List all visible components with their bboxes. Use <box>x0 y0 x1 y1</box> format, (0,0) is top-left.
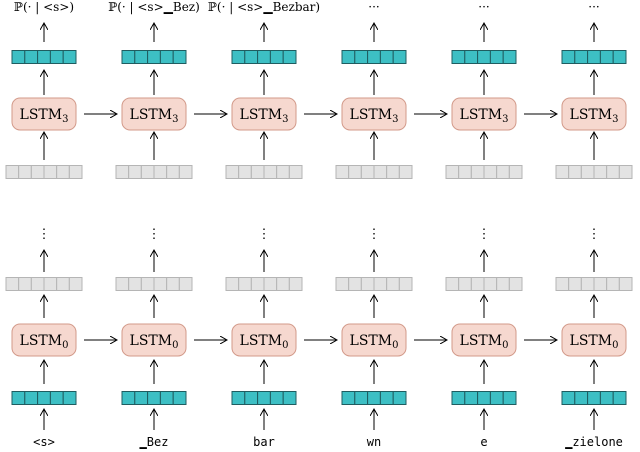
hidden-vector-bottom-5 <box>555 277 633 291</box>
input-vector-1 <box>121 391 187 405</box>
input-vector-4 <box>451 391 517 405</box>
hidden-vector-bottom-1 <box>115 277 193 291</box>
output-vector-5 <box>561 50 627 64</box>
lstm3-cell-4-label: LSTM3 <box>460 107 509 125</box>
input-token-5: ▁zielone <box>564 435 623 449</box>
output-vector-4 <box>451 50 517 64</box>
output-label-1: ℙ(· | <s>▁Bez) <box>108 0 200 14</box>
input-vector-3 <box>341 391 407 405</box>
lstm0-cell-2-label: LSTM0 <box>240 333 289 351</box>
input-vector-2 <box>231 391 297 405</box>
output-vector-2 <box>231 50 297 64</box>
lstm3-cell-5-label: LSTM3 <box>570 107 619 125</box>
lstm3-cell-2 <box>231 97 297 131</box>
lstm3-cell-0 <box>11 97 77 131</box>
lstm3-cell-1 <box>121 97 187 131</box>
lstm3-cell-3-label: LSTM3 <box>350 107 399 125</box>
vertical-ellipsis-1: ⋮ <box>148 227 161 242</box>
hidden-vector-bottom-0 <box>5 277 83 291</box>
output-vector-0 <box>11 50 77 64</box>
lstm0-cell-4 <box>451 323 517 357</box>
input-token-1: ▁Bez <box>139 435 169 449</box>
lstm0-cell-4-label: LSTM0 <box>460 333 509 351</box>
lstm0-cell-3-label: LSTM0 <box>350 333 399 351</box>
output-label-2: ℙ(· | <s>▁Bezbar) <box>208 0 320 14</box>
vertical-ellipsis-2: ⋮ <box>258 227 271 242</box>
lstm0-cell-5-label: LSTM0 <box>570 333 619 351</box>
lstm0-cell-0 <box>11 323 77 357</box>
lstm3-cell-1-label: LSTM3 <box>130 107 179 125</box>
hidden-vector-top-2 <box>225 165 303 179</box>
lstm0-cell-1 <box>121 323 187 357</box>
input-token-2: bar <box>253 435 275 449</box>
lstm0-cell-3 <box>341 323 407 357</box>
lstm3-cell-5 <box>561 97 627 131</box>
lstm0-cell-5 <box>561 323 627 357</box>
input-vector-0 <box>11 391 77 405</box>
output-label-3: ··· <box>368 0 379 14</box>
hidden-vector-bottom-3 <box>335 277 413 291</box>
lstm3-cell-0-label: LSTM3 <box>20 107 69 125</box>
lstm3-cell-2-label: LSTM3 <box>240 107 289 125</box>
vertical-ellipsis-4: ⋮ <box>478 227 491 242</box>
hidden-vector-bottom-2 <box>225 277 303 291</box>
input-token-0: <s> <box>33 435 55 449</box>
input-token-4: e <box>480 435 487 449</box>
output-label-4: ··· <box>478 0 489 14</box>
hidden-vector-top-4 <box>445 165 523 179</box>
vertical-ellipsis-5: ⋮ <box>588 227 601 242</box>
lstm3-cell-3 <box>341 97 407 131</box>
lstm3-cell-4 <box>451 97 517 131</box>
input-vector-5 <box>561 391 627 405</box>
hidden-vector-bottom-4 <box>445 277 523 291</box>
input-token-3: wn <box>367 435 381 449</box>
output-vector-1 <box>121 50 187 64</box>
lstm0-cell-0-label: LSTM0 <box>20 333 69 351</box>
lstm0-cell-2 <box>231 323 297 357</box>
hidden-vector-top-3 <box>335 165 413 179</box>
lstm0-cell-1-label: LSTM0 <box>130 333 179 351</box>
output-vector-3 <box>341 50 407 64</box>
output-label-0: ℙ(· | <s>) <box>14 0 74 14</box>
hidden-vector-top-5 <box>555 165 633 179</box>
hidden-vector-top-0 <box>5 165 83 179</box>
output-label-5: ··· <box>588 0 599 14</box>
vertical-ellipsis-0: ⋮ <box>38 227 51 242</box>
vertical-ellipsis-3: ⋮ <box>368 227 381 242</box>
hidden-vector-top-1 <box>115 165 193 179</box>
